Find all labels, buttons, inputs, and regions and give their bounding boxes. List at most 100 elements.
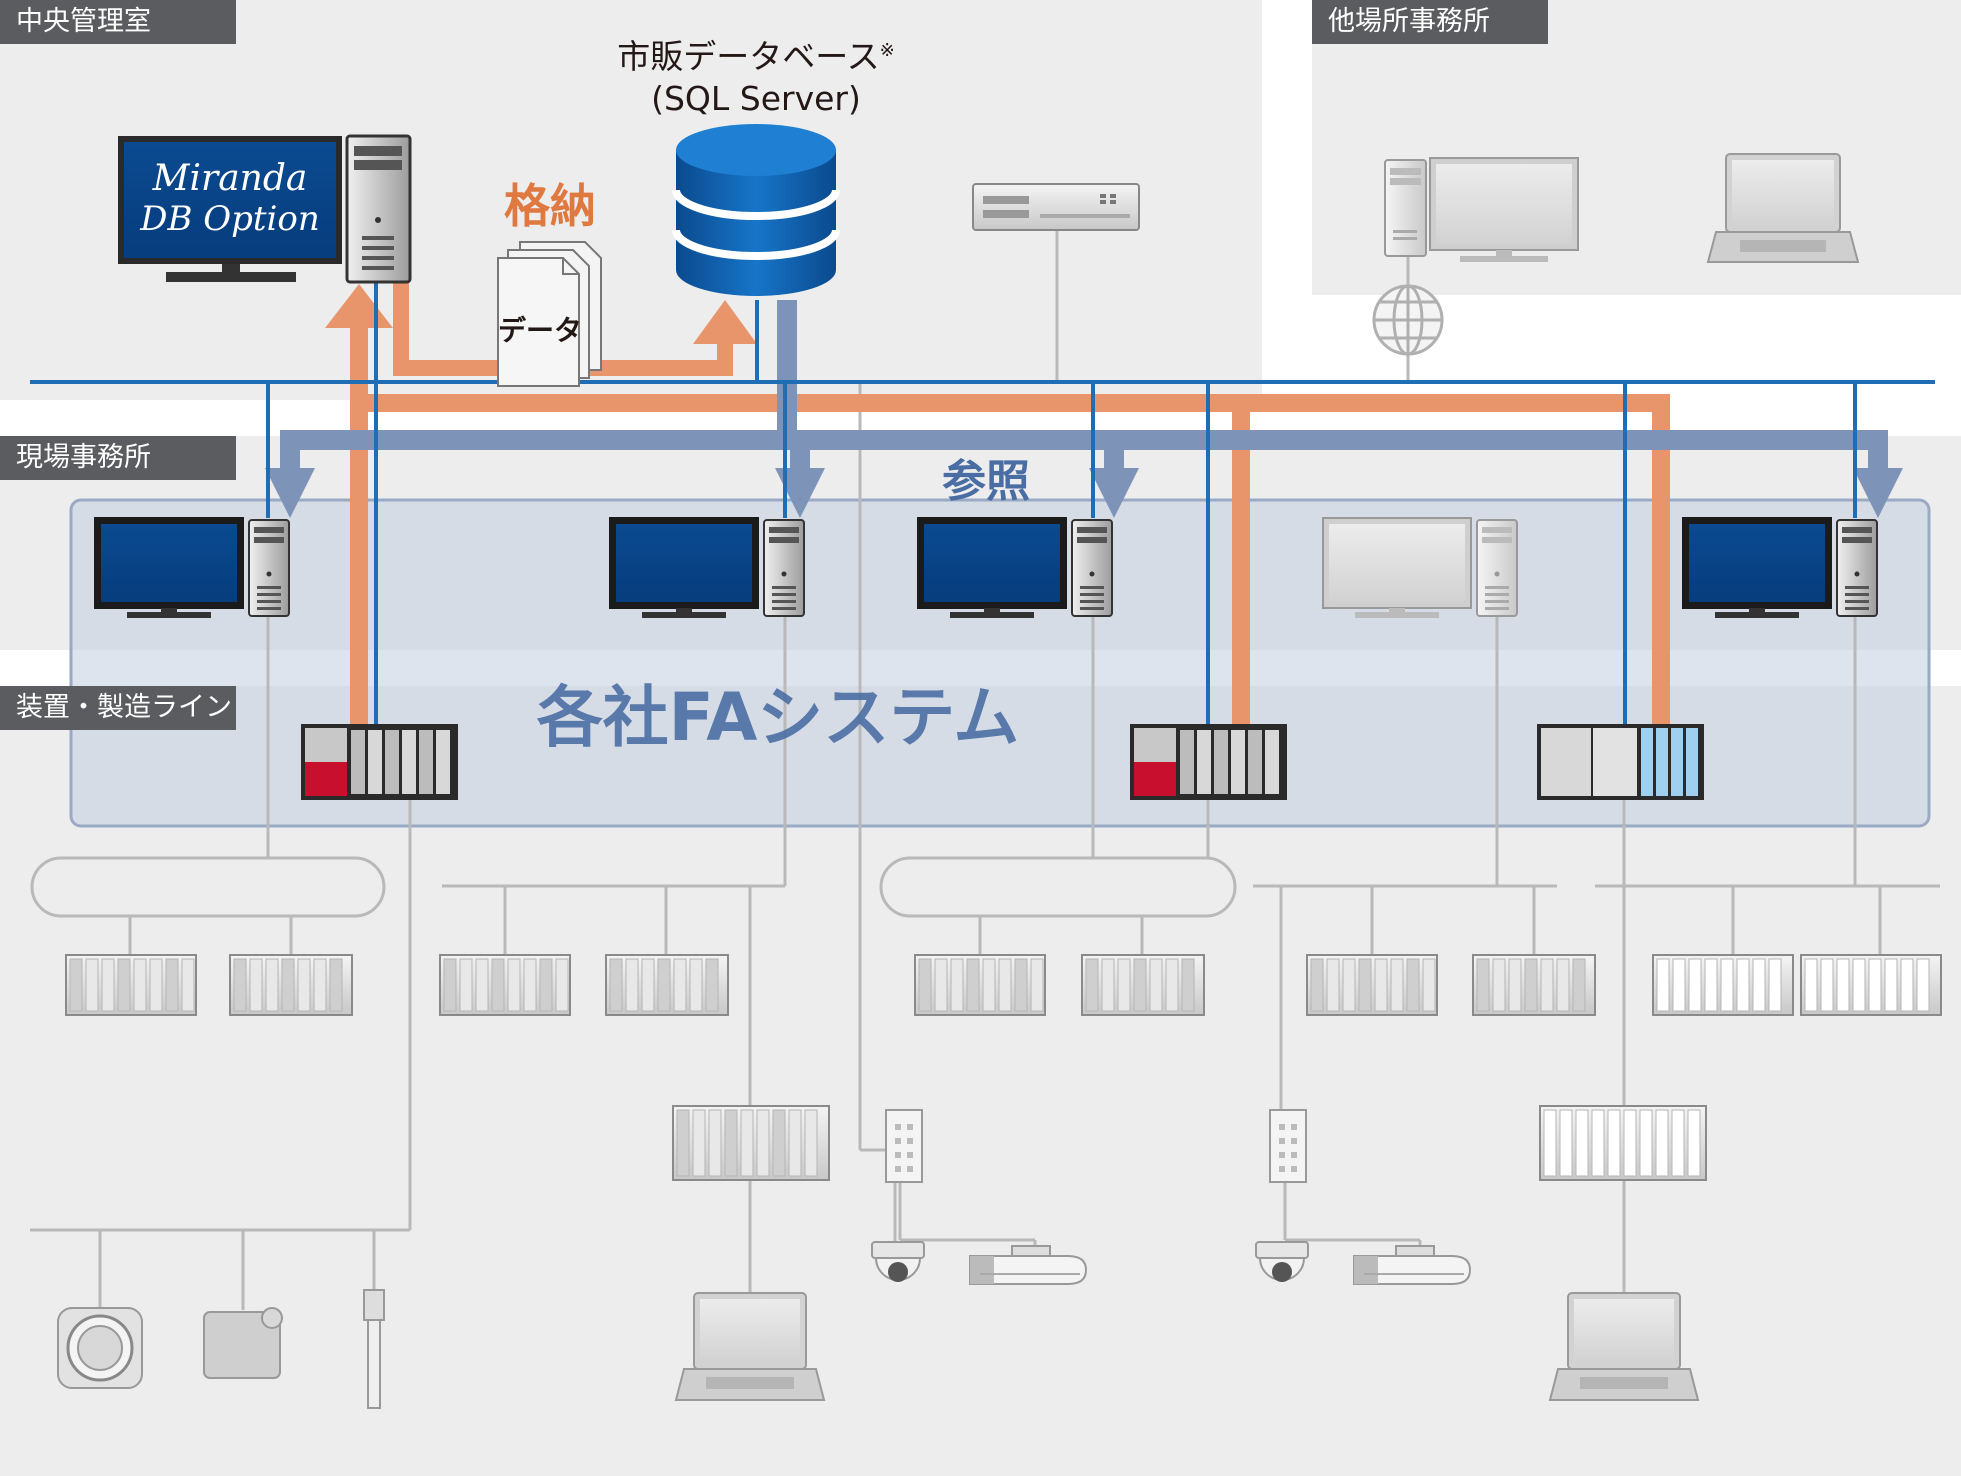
monitor-screen (124, 142, 336, 258)
rotary-sensor-icon (57, 1307, 143, 1389)
plc-module (918, 958, 932, 1012)
field-plc-icon (229, 954, 353, 1016)
vent-slot (1845, 586, 1869, 589)
probe-sensor-icon (363, 1289, 385, 1409)
rack-server-icon (972, 183, 1140, 231)
database-title: 市販データベース※ (SQL Server) (586, 30, 926, 120)
drive-bay (1482, 527, 1512, 533)
laptop-keyboard (1580, 1377, 1668, 1389)
globe-icon (1372, 284, 1444, 356)
plc-module (69, 958, 83, 1012)
plc-module (804, 1109, 818, 1177)
document-stack-icon: データ (497, 241, 602, 387)
plc-module (788, 1109, 802, 1177)
drive-bay (1077, 537, 1107, 543)
plc-io-module (1231, 730, 1245, 794)
vent-slot (1080, 586, 1104, 589)
site-office-pc[interactable] (1682, 517, 1878, 618)
power-led (1494, 571, 1500, 577)
power-led (781, 571, 787, 577)
monitor-stand (1389, 608, 1405, 614)
site-office-pc[interactable] (917, 517, 1113, 618)
other-office-pc[interactable] (1384, 157, 1579, 262)
central-pc[interactable]: Miranda DB Option (118, 134, 412, 284)
plc-module (101, 958, 115, 1012)
plc-module (1358, 958, 1372, 1012)
plc-io-module (351, 730, 365, 794)
plc-module (1572, 958, 1586, 1012)
plc-module (1687, 1109, 1701, 1177)
plc-module (443, 958, 457, 1012)
plc-module (673, 958, 687, 1012)
drive-bay (769, 527, 799, 533)
plc-module (1655, 1109, 1669, 1177)
plc-module (1852, 958, 1866, 1012)
vent-slot (1080, 593, 1104, 596)
plc-io-module (368, 730, 382, 794)
miranda-logo-line1: Miranda (152, 158, 308, 199)
plc-module (982, 958, 996, 1012)
plc-module (1916, 958, 1930, 1012)
site-office-pc[interactable] (94, 517, 290, 618)
plc-module (657, 958, 671, 1012)
plc-module (165, 958, 179, 1012)
plc-io-module (419, 730, 433, 794)
plc-module (1836, 958, 1850, 1012)
tower-pc-icon (248, 519, 290, 617)
miranda-logo-line2: DB Option (139, 199, 320, 239)
plc-module (1342, 958, 1356, 1012)
plc-io-module (1248, 730, 1262, 794)
plc-io-module (1265, 730, 1279, 794)
field-plc-icon (1800, 954, 1942, 1016)
plc-module (1623, 1109, 1637, 1177)
monitor-screen (1436, 164, 1572, 244)
site-office-pc[interactable] (1322, 517, 1518, 618)
laptop-icon[interactable] (674, 1292, 826, 1401)
plc-module (297, 958, 311, 1012)
field-plc-icon (65, 954, 197, 1016)
power-led (266, 571, 272, 577)
zone-label-central: 中央管理室 (0, 0, 236, 44)
plc-module (625, 958, 639, 1012)
laptop-icon[interactable] (1548, 1292, 1700, 1401)
plc-module (265, 958, 279, 1012)
plc-module (475, 958, 489, 1012)
plc-module (1406, 958, 1420, 1012)
plc-io-module (1641, 728, 1653, 796)
network-switch-icon (885, 1109, 923, 1183)
laptop-icon[interactable] (1706, 153, 1860, 263)
database-cylinder-icon (672, 124, 840, 296)
plc-module (249, 958, 263, 1012)
site-office-pc[interactable] (609, 517, 805, 618)
vent-slot (1485, 593, 1509, 596)
drive-bay (1842, 527, 1872, 533)
field-plc-icon (672, 1105, 830, 1181)
plc-module (1671, 1109, 1685, 1177)
plc-module (1656, 958, 1670, 1012)
vent-slot (772, 600, 796, 603)
plc-module (1085, 958, 1099, 1012)
plc-io-module (1197, 730, 1211, 794)
fa-system-label: 各社FAシステム (537, 679, 1020, 756)
plc-module (1390, 958, 1404, 1012)
plc-module (1688, 958, 1702, 1012)
field-plc-icon (1081, 954, 1205, 1016)
plc-module (934, 958, 948, 1012)
plc-module (1374, 958, 1388, 1012)
plc-module (1556, 958, 1570, 1012)
plc-module (1672, 958, 1686, 1012)
plc-module (1492, 958, 1506, 1012)
field-plc-icon (1306, 954, 1438, 1016)
vent-slot (1845, 600, 1869, 603)
power-led (1854, 571, 1860, 577)
zone-label-site-office: 現場事務所 (0, 436, 236, 480)
zone-label-other-office: 他場所事務所 (1312, 0, 1548, 44)
plc-module (1524, 958, 1538, 1012)
plc-module (1508, 958, 1522, 1012)
power-led (1089, 571, 1095, 577)
plc-module (1752, 958, 1766, 1012)
monitor-screen (101, 524, 237, 602)
plc-module (149, 958, 163, 1012)
plc-power-module (1541, 728, 1591, 796)
